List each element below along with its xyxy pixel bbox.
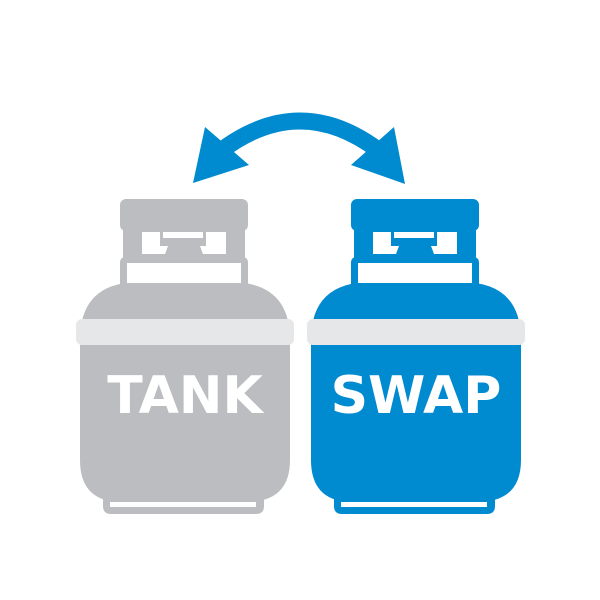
tank-label: TANK [107,366,264,426]
propane-tank-blue-icon: SWAP [307,199,525,514]
swap-arrow-icon [193,112,405,184]
propane-tank-gray-icon: TANK [76,199,294,514]
swap-label: SWAP [331,366,502,426]
